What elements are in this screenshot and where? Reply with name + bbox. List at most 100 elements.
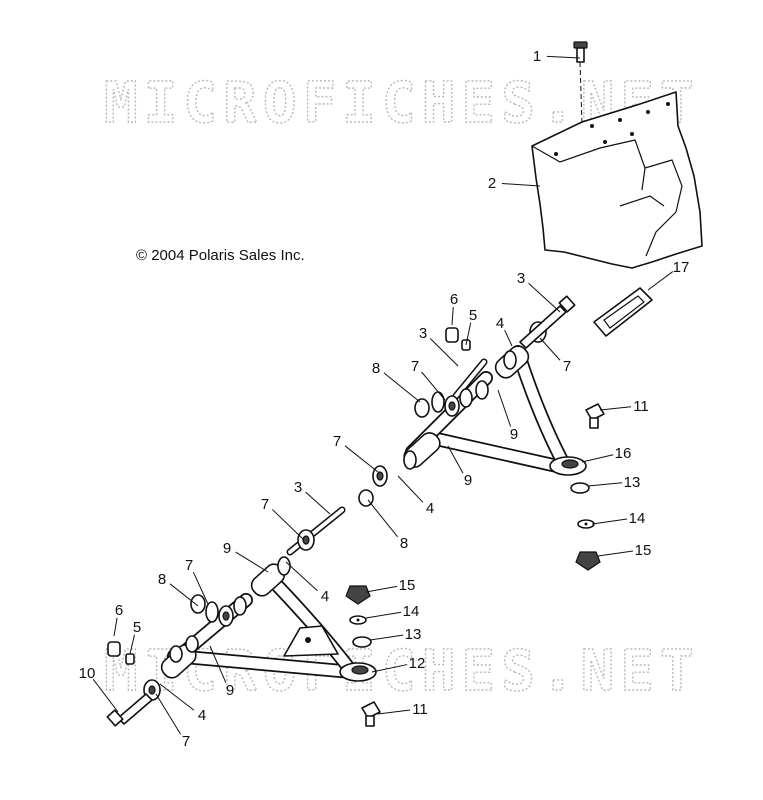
leader-line <box>447 445 464 474</box>
leader-line <box>209 645 227 683</box>
callout-7: 7 <box>185 557 209 605</box>
callout-3: 3 <box>517 270 561 313</box>
leader-line <box>539 337 561 361</box>
leader-line <box>451 306 454 326</box>
leader-line <box>429 338 459 367</box>
callout-number: 9 <box>464 472 472 489</box>
leader-line <box>647 271 674 291</box>
callout-7: 7 <box>333 433 379 473</box>
callout-4: 4 <box>397 475 434 517</box>
callout-number: 9 <box>226 682 234 699</box>
callout-13: 13 <box>587 474 641 491</box>
callout-4: 4 <box>159 683 206 724</box>
callout-3: 3 <box>419 325 459 367</box>
leader-line <box>597 550 634 557</box>
callout-number: 1 <box>533 48 541 65</box>
callout-7: 7 <box>261 496 305 541</box>
callout-8: 8 <box>372 360 421 403</box>
lower-bushings <box>106 506 346 727</box>
callout-number: 17 <box>673 259 690 276</box>
leader-line <box>465 322 472 346</box>
leader-line <box>587 482 623 487</box>
leader-line <box>383 372 421 403</box>
leader-line <box>504 329 513 347</box>
callout-17: 17 <box>647 259 690 291</box>
callout-number: 5 <box>133 619 141 636</box>
callout-number: 4 <box>198 707 206 724</box>
leader-line <box>501 183 541 187</box>
leader-line <box>192 571 209 605</box>
callout-number: 3 <box>294 479 302 496</box>
watermark-bottom: MICROFICHES.NET <box>104 639 700 704</box>
leader-line <box>599 406 632 411</box>
callout-8: 8 <box>367 499 408 552</box>
callout-1: 1 <box>533 48 581 65</box>
callout-7: 7 <box>411 358 446 401</box>
callout-number: 12 <box>409 655 426 672</box>
screw-part-1 <box>573 41 588 125</box>
leader-line <box>365 585 398 593</box>
callout-4: 4 <box>285 561 329 605</box>
callout-7: 7 <box>155 693 190 750</box>
leader-line <box>169 583 199 607</box>
callout-number: 2 <box>488 175 496 192</box>
leader-line <box>397 475 424 503</box>
callout-5: 5 <box>129 619 141 655</box>
callout-11: 11 <box>599 398 649 415</box>
callout-10: 10 <box>79 665 119 713</box>
callout-number: 13 <box>624 474 641 491</box>
callout-number: 8 <box>400 535 408 552</box>
leader-line <box>497 389 512 427</box>
callout-number: 16 <box>615 445 632 462</box>
callout-number: 5 <box>469 307 477 324</box>
callout-4: 4 <box>496 315 513 347</box>
callout-15: 15 <box>365 577 416 594</box>
callout-9: 9 <box>209 645 234 699</box>
leader-line <box>377 709 411 715</box>
callout-3: 3 <box>294 479 331 515</box>
callout-6: 6 <box>113 602 123 637</box>
leader-line <box>367 499 398 538</box>
callout-16: 16 <box>581 445 632 463</box>
hardware-lower <box>345 585 381 727</box>
upper-bushings <box>358 295 576 507</box>
leader-line <box>371 664 408 673</box>
callout-6: 6 <box>450 291 458 326</box>
lower-a-arm-part-12 <box>160 563 377 682</box>
callout-number: 9 <box>223 540 231 557</box>
leader-line <box>305 491 331 515</box>
callout-9: 9 <box>223 540 269 573</box>
leader-line <box>369 634 404 641</box>
fender-panel <box>531 91 703 269</box>
plate-part-17 <box>593 287 653 337</box>
callout-number: 11 <box>633 398 649 415</box>
callout-number: 10 <box>79 665 96 682</box>
leader-line <box>365 611 402 619</box>
callout-number: 8 <box>372 360 380 377</box>
callout-8: 8 <box>158 571 199 607</box>
callout-number: 3 <box>517 270 525 287</box>
callout-number: 3 <box>419 325 427 342</box>
leader-line <box>235 551 269 573</box>
callout-number: 4 <box>426 500 434 517</box>
callout-number: 4 <box>496 315 504 332</box>
callout-number: 15 <box>635 542 652 559</box>
callout-number: 7 <box>182 733 190 750</box>
leader-line <box>129 634 135 655</box>
callout-number: 7 <box>261 496 269 513</box>
callout-15: 15 <box>597 542 652 559</box>
leader-line <box>159 683 195 711</box>
leader-line <box>113 617 118 637</box>
leader-line <box>344 445 379 473</box>
leader-line <box>528 282 561 313</box>
callout-number: 15 <box>399 577 416 594</box>
callout-number: 14 <box>629 510 646 527</box>
callout-number: 11 <box>412 701 428 718</box>
callout-14: 14 <box>365 603 419 620</box>
leader-line <box>581 454 614 463</box>
callout-9: 9 <box>497 389 518 443</box>
leader-line <box>546 55 581 59</box>
callout-number: 7 <box>563 358 571 375</box>
copyright-text: © 2004 Polaris Sales Inc. <box>136 247 305 264</box>
